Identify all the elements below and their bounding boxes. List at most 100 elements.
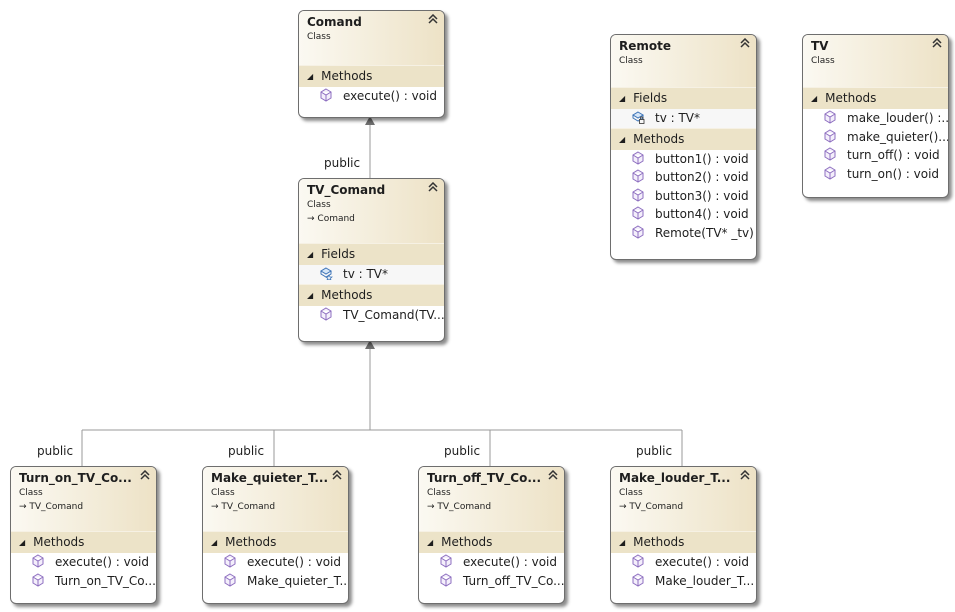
method-row[interactable]: make_louder() :...	[803, 109, 948, 128]
methods-section-header[interactable]: ◢Methods	[203, 531, 348, 553]
expander-triangle-icon[interactable]: ◢	[811, 94, 818, 103]
method-row[interactable]: button2() : void	[611, 168, 756, 187]
class-header: TV_Comand Class → Comand	[299, 179, 444, 243]
expander-triangle-icon[interactable]: ◢	[307, 250, 314, 259]
class-box-make-quieter[interactable]: Make_quieter_T... Class → TV_Comand ◢Met…	[202, 466, 349, 604]
method-row[interactable]: make_quieter()...	[803, 128, 948, 147]
method-row[interactable]: execute() : void	[11, 553, 156, 572]
class-name: Turn_on_TV_Co...	[19, 471, 132, 485]
expander-triangle-icon[interactable]: ◢	[619, 538, 626, 547]
collapse-icon[interactable]	[428, 14, 438, 24]
method-cube-icon	[824, 165, 836, 180]
field-icon	[320, 267, 333, 280]
class-box-make-louder[interactable]: Make_louder_T... Class → TV_Comand ◢Meth…	[610, 466, 757, 604]
method-row[interactable]: turn_off() : void	[803, 146, 948, 165]
class-box-tv-comand[interactable]: TV_Comand Class → Comand ◢Fields tv : TV…	[298, 178, 445, 342]
method-cube-icon	[632, 572, 644, 587]
methods-section-header[interactable]: ◢Methods	[419, 531, 564, 553]
method-cube-icon	[632, 150, 644, 165]
class-name: Turn_off_TV_Co...	[427, 471, 542, 485]
method-cube-icon	[320, 306, 332, 321]
class-box-comand[interactable]: Comand Class ◢Methods execute() : void	[298, 10, 445, 118]
field-row[interactable]: tv : TV*	[611, 109, 756, 128]
method-row[interactable]: Remote(TV* _tv)	[611, 224, 756, 243]
class-header: Turn_on_TV_Co... Class → TV_Comand	[11, 467, 156, 531]
expander-triangle-icon[interactable]: ◢	[307, 290, 314, 300]
method-cube-icon	[824, 110, 836, 124]
class-header: Make_louder_T... Class → TV_Comand	[611, 467, 756, 531]
expander-triangle-icon[interactable]: ◢	[211, 538, 218, 547]
edge-label-turn-on: public	[37, 444, 74, 458]
collapse-icon[interactable]	[740, 470, 750, 480]
edge-label-turn-off: public	[444, 444, 481, 458]
class-kind: Class	[427, 488, 451, 498]
class-header: Remote Class	[611, 35, 756, 87]
expander-triangle-icon[interactable]: ◢	[427, 538, 434, 547]
class-kind: Class	[811, 56, 835, 66]
method-cube-icon	[224, 572, 236, 587]
collapse-icon[interactable]	[932, 38, 942, 48]
method-row[interactable]: Make_louder_T...	[611, 572, 756, 591]
method-row[interactable]: execute() : void	[299, 87, 444, 106]
fields-section-header[interactable]: ◢Fields	[611, 87, 756, 109]
method-row[interactable]: TV_Comand(TV...	[299, 306, 444, 325]
methods-section-header[interactable]: ◢Methods	[611, 531, 756, 553]
class-header: TV Class	[803, 35, 948, 87]
method-row[interactable]: button4() : void	[611, 205, 756, 224]
base-class: → TV_Comand	[19, 502, 84, 512]
base-class: → TV_Comand	[427, 502, 492, 512]
method-row[interactable]: execute() : void	[203, 553, 348, 572]
method-cube-icon	[320, 88, 332, 102]
method-row[interactable]: button3() : void	[611, 187, 756, 206]
method-row[interactable]: Turn_off_TV_Co...	[419, 572, 564, 591]
method-cube-icon	[632, 169, 644, 183]
collapse-icon[interactable]	[428, 182, 438, 192]
expander-triangle-icon[interactable]: ◢	[619, 94, 626, 103]
inherits-arrow-icon: →	[619, 502, 630, 512]
edge-label-tv-comand: public	[324, 156, 361, 170]
collapse-icon[interactable]	[140, 470, 150, 480]
methods-section-header[interactable]: ◢Methods	[299, 283, 444, 306]
methods-section-header[interactable]: ◢Methods	[11, 531, 156, 553]
collapse-icon[interactable]	[740, 38, 750, 48]
edge-label-make-louder: public	[636, 444, 673, 458]
expander-triangle-icon[interactable]: ◢	[307, 72, 314, 81]
class-box-turn-on[interactable]: Turn_on_TV_Co... Class → TV_Comand ◢Meth…	[10, 466, 157, 604]
method-cube-icon	[440, 572, 452, 587]
base-class: → TV_Comand	[619, 502, 684, 512]
field-row[interactable]: tv : TV*	[299, 265, 444, 284]
method-row[interactable]: button1() : void	[611, 150, 756, 169]
method-cube-icon	[224, 554, 236, 568]
method-cube-icon	[824, 128, 836, 143]
method-cube-icon	[824, 147, 836, 161]
fields-section-header[interactable]: ◢Fields	[299, 243, 444, 265]
expander-triangle-icon[interactable]: ◢	[619, 134, 626, 144]
collapse-icon[interactable]	[548, 470, 558, 480]
class-header: Comand Class	[299, 11, 444, 65]
class-name: Comand	[307, 15, 362, 29]
inheritance-arrowhead	[365, 116, 375, 125]
methods-section-header[interactable]: ◢Methods	[299, 65, 444, 87]
class-name: Make_louder_T...	[619, 471, 731, 485]
expander-triangle-icon[interactable]: ◢	[19, 538, 26, 547]
method-cube-icon	[32, 554, 44, 568]
class-kind: Class	[307, 200, 331, 210]
base-class: → Comand	[307, 214, 355, 224]
method-row[interactable]: execute() : void	[611, 553, 756, 572]
method-row[interactable]: turn_on() : void	[803, 165, 948, 184]
collapse-icon[interactable]	[332, 470, 342, 480]
class-kind: Class	[619, 56, 643, 66]
method-row[interactable]: execute() : void	[419, 553, 564, 572]
methods-section-header[interactable]: ◢Methods	[803, 87, 948, 109]
inherits-arrow-icon: →	[19, 502, 30, 512]
class-header: Turn_off_TV_Co... Class → TV_Comand	[419, 467, 564, 531]
methods-section-header[interactable]: ◢Methods	[611, 127, 756, 150]
class-kind: Class	[307, 32, 331, 42]
method-row[interactable]: Make_quieter_T...	[203, 572, 348, 591]
class-box-remote[interactable]: Remote Class ◢Fields tv : TV* ◢Methods b…	[610, 34, 757, 260]
class-box-turn-off[interactable]: Turn_off_TV_Co... Class → TV_Comand ◢Met…	[418, 466, 565, 604]
class-box-tv[interactable]: TV Class ◢Methods make_louder() :... mak…	[802, 34, 949, 198]
method-row[interactable]: Turn_on_TV_Co...	[11, 572, 156, 591]
class-kind: Class	[619, 488, 643, 498]
method-cube-icon	[632, 206, 644, 220]
